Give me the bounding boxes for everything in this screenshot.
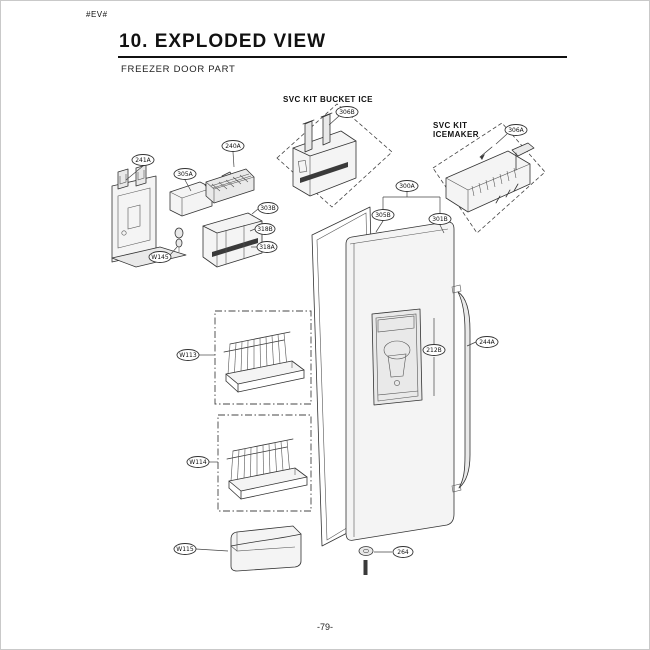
door-basket-drawing <box>231 526 301 571</box>
callout-svc-kit-icemaker: 306A <box>505 125 527 136</box>
callout-label: 318B <box>257 226 273 233</box>
svc-kit-icemaker-label-line1: SVC KIT <box>433 121 467 130</box>
callout-label: 241A <box>135 157 151 164</box>
title-rule <box>118 56 567 58</box>
callout-label: 244A <box>479 339 495 346</box>
callout-auger-shaft: W145 <box>149 252 171 263</box>
callout-freezer-shelf-lower: W114 <box>187 457 209 468</box>
callout-label: 305B <box>375 212 391 219</box>
callout-ice-bucket-middle: 318B <box>255 224 275 235</box>
page-number: -79- <box>316 622 333 632</box>
icemaker-unit-drawing <box>112 165 186 267</box>
freezer-door-drawing <box>346 222 454 540</box>
callout-label: 305A <box>177 171 193 178</box>
callout-svc-kit-bucket-ice: 306B <box>336 107 358 118</box>
callout-auger-motor: 305A <box>174 169 196 180</box>
grille-drawing <box>206 169 254 203</box>
callout-label: 301B <box>432 216 448 223</box>
callout-door-handle: 244A <box>476 337 498 348</box>
callout-door-top: 300A <box>396 181 418 192</box>
hinge-parts-drawing <box>359 547 373 575</box>
svc-kit-icemaker-assembly: SVC KIT ICEMAKER <box>433 121 545 233</box>
callout-door-basket: W115 <box>174 544 196 555</box>
callout-label: W145 <box>151 254 169 261</box>
freezer-shelf-lower-drawing <box>218 415 311 511</box>
section-subtitle: FREEZER DOOR PART <box>121 64 236 75</box>
svc-kit-bucket-ice-label: SVC KIT BUCKET ICE <box>283 95 373 104</box>
callout-label: 212B <box>426 347 442 354</box>
leader-lines <box>126 116 507 552</box>
svc-kit-bucket-ice-assembly: SVC KIT BUCKET ICE <box>277 95 392 207</box>
callout-ice-bucket-top: 303B <box>258 203 278 214</box>
page-title: 10. EXPLODED VIEW <box>119 31 327 52</box>
callout-label: W114 <box>189 459 207 466</box>
freezer-shelf-upper-drawing <box>215 311 311 404</box>
callout-grille-cover: 240A <box>222 141 244 152</box>
callout-label: 264 <box>397 549 409 556</box>
callout-ice-bucket-bottom: 318A <box>257 242 277 253</box>
callout-label: 240A <box>225 143 241 150</box>
ice-bucket-drawing <box>203 213 262 267</box>
callout-door-liner: 301B <box>429 214 451 225</box>
svc-kit-icemaker-label-line2: ICEMAKER <box>433 130 479 139</box>
callout-label: 306A <box>508 127 524 134</box>
callout-hinge-bushing: 264 <box>393 547 413 558</box>
callout-label: W115 <box>176 546 194 553</box>
callout-dispenser: 212B <box>423 345 445 356</box>
callout-icemaker-assembly: 241A <box>132 155 154 166</box>
callout-label: 303B <box>260 205 276 212</box>
callout-label: 300A <box>399 183 415 190</box>
callout-label: W113 <box>179 352 197 359</box>
auger-shaft-drawing <box>175 228 183 252</box>
callout-door-gasket: 305B <box>372 210 394 221</box>
callout-label: 318A <box>259 244 275 251</box>
callout-freezer-shelf-upper: W113 <box>177 350 199 361</box>
door-handle-drawing <box>452 285 470 492</box>
edition-mark: #EV# <box>86 10 108 19</box>
callout-label: 306B <box>339 109 355 116</box>
